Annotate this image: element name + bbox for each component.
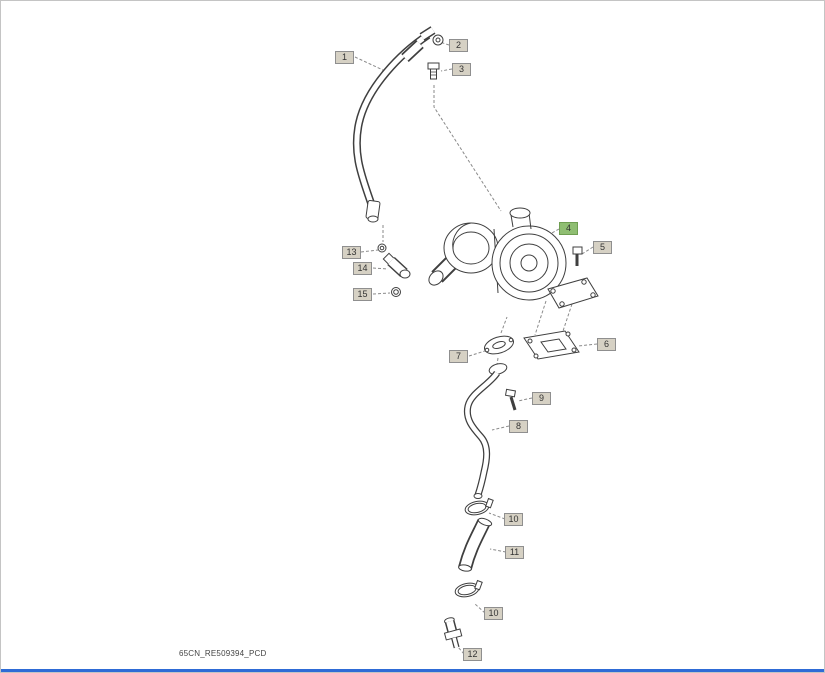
part-clamp-upper xyxy=(464,497,494,516)
part-clamp-lower xyxy=(454,579,483,598)
callout-5[interactable]: 5 xyxy=(593,241,612,254)
callout-10a[interactable]: 10 xyxy=(504,513,523,526)
part-drain-hose xyxy=(458,517,493,572)
callout-1[interactable]: 1 xyxy=(335,51,354,64)
callout-6[interactable]: 6 xyxy=(597,338,616,351)
part-turbocharger xyxy=(428,207,599,309)
part-elbow-fitting xyxy=(419,26,444,46)
callout-15[interactable]: 15 xyxy=(353,288,372,301)
part-mid-fitting xyxy=(382,252,411,279)
callout-8[interactable]: 8 xyxy=(509,420,528,433)
callout-14[interactable]: 14 xyxy=(353,262,372,275)
bottom-accent-bar xyxy=(1,669,824,672)
callout-9[interactable]: 9 xyxy=(532,392,551,405)
part-lower-fitting xyxy=(443,617,463,649)
part-adapter-fitting xyxy=(427,62,440,80)
callout-12[interactable]: 12 xyxy=(463,648,482,661)
callout-3[interactable]: 3 xyxy=(452,63,471,76)
part-oval-gasket xyxy=(484,335,514,355)
part-bolt-drain xyxy=(504,388,517,411)
part-hose xyxy=(352,31,431,223)
callout-13[interactable]: 13 xyxy=(342,246,361,259)
part-o-ring xyxy=(391,287,401,297)
part-flange-gasket xyxy=(523,330,580,360)
figure-caption: 65CN_RE509394_PCD xyxy=(179,649,267,658)
callout-7[interactable]: 7 xyxy=(449,350,468,363)
callout-4-selected[interactable]: 4 xyxy=(559,222,578,235)
callout-10b[interactable]: 10 xyxy=(484,607,503,620)
part-drain-tube xyxy=(463,363,508,499)
callout-2[interactable]: 2 xyxy=(449,39,468,52)
part-nut xyxy=(377,243,387,253)
callout-11[interactable]: 11 xyxy=(505,546,524,559)
part-bolt-upper xyxy=(572,246,583,266)
